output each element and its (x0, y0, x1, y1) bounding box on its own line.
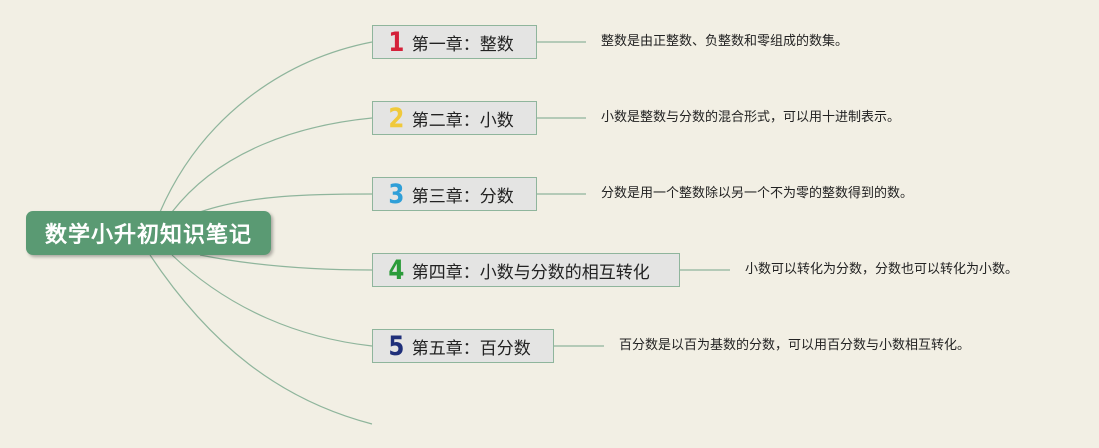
chapter-4-label: 第四章：小数与分数的相互转化 (411, 262, 650, 283)
chapter-5-number: 5 (388, 330, 405, 362)
chapter-5-label: 第五章：百分数 (411, 338, 531, 359)
chapter-4-number: 4 (388, 254, 405, 286)
branch-line-5 (171, 254, 373, 347)
chapter-4-topic[interactable]: 4 第四章：小数与分数的相互转化 (372, 253, 680, 287)
branch-line-6 (149, 254, 373, 425)
chapter-3-topic[interactable]: 3 第三章：分数 (372, 177, 537, 211)
chapter-5-note[interactable]: 百分数是以百为基数的分数，可以用百分数与小数相互转化。 (619, 338, 971, 353)
branch-line-2 (171, 117, 373, 213)
chapter-1-note[interactable]: 整数是由正整数、负整数和零组成的数集。 (601, 34, 849, 49)
chapter-2-label: 第二章：小数 (411, 110, 514, 131)
chapter-4-note[interactable]: 小数可以转化为分数，分数也可以转化为小数。 (745, 262, 1019, 277)
chapter-3-number: 3 (388, 178, 405, 210)
chapter-2-number: 2 (388, 102, 405, 134)
chapter-1-label: 第一章：整数 (411, 34, 514, 55)
branch-line-1 (159, 41, 373, 213)
chapter-2-topic[interactable]: 2 第二章：小数 (372, 101, 537, 135)
chapter-1-topic[interactable]: 1 第一章：整数 (372, 25, 537, 59)
chapter-2-note[interactable]: 小数是整数与分数的混合形式，可以用十进制表示。 (601, 110, 901, 125)
root-topic[interactable]: 数学小升初知识笔记 (26, 211, 271, 255)
chapter-1-number: 1 (388, 26, 405, 58)
chapter-3-label: 第三章：分数 (411, 186, 514, 207)
branch-line-3 (199, 193, 373, 213)
chapter-5-topic[interactable]: 5 第五章：百分数 (372, 329, 554, 363)
branch-line-4 (199, 254, 373, 271)
chapter-3-note[interactable]: 分数是用一个整数除以另一个不为零的整数得到的数。 (601, 186, 914, 201)
